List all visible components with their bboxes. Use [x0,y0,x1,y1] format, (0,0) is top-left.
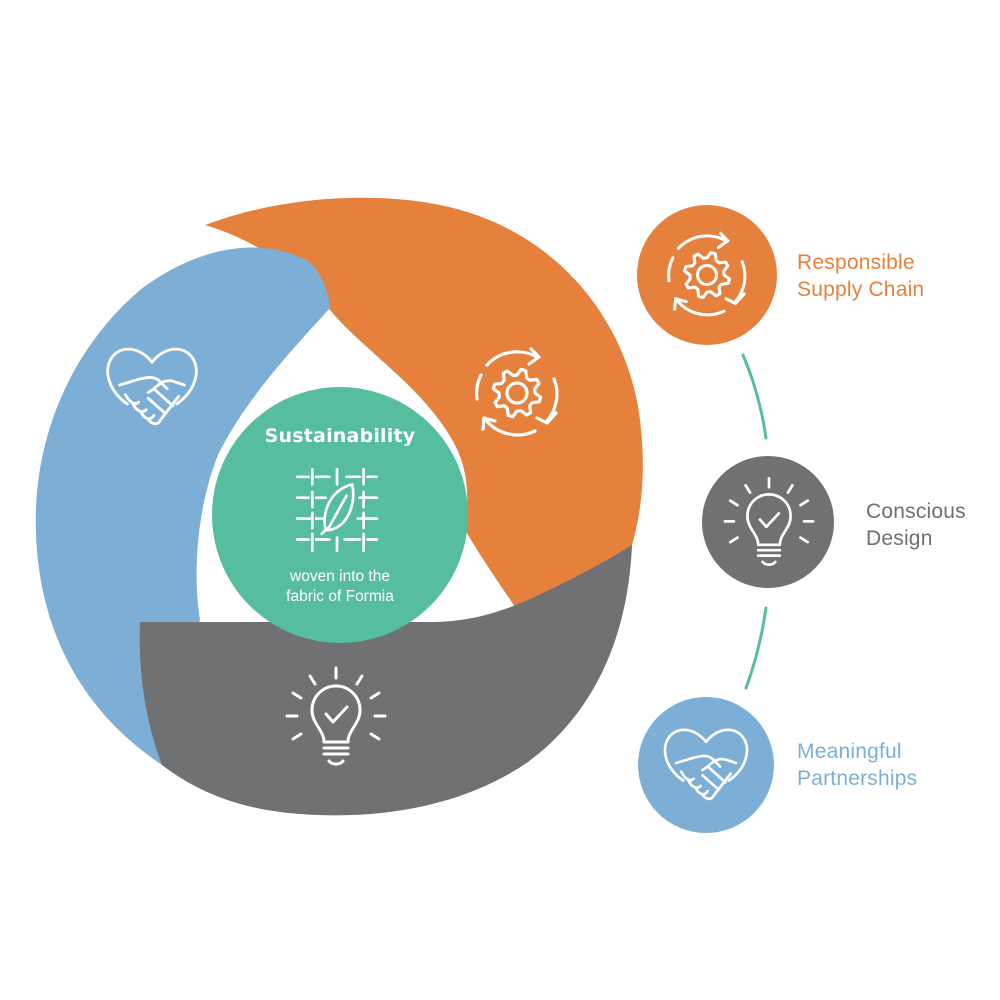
supply-chain-circle [637,205,777,345]
legend-label-conscious-design: Conscious Design [866,498,966,552]
center-circle [212,387,468,643]
legend-label-line: Meaningful [797,740,902,763]
center-subtitle-line: woven into the [290,568,390,585]
legend-label-supply-chain: Responsible Supply Chain [797,249,924,303]
legend-label-line: Partnerships [797,767,918,790]
center-title: Sustainability [264,425,416,447]
partnerships-circle [638,697,774,833]
legend-label-line: Responsible [797,251,915,274]
center-subtitle-line: fabric of Formia [286,588,394,605]
legend-label-line: Supply Chain [797,278,925,301]
legend-label-partnerships: Meaningful Partnerships [797,738,917,792]
center-subtitle: woven into the fabric of Formia [212,567,468,607]
conscious-design-circle [702,456,834,588]
orange-segment [205,197,643,607]
legend-connector-arcs [741,353,768,690]
gray-segment [139,545,632,816]
legend-label-line: Design [866,527,933,550]
legend-label-line: Conscious [866,500,966,523]
legend-icons [637,205,834,833]
